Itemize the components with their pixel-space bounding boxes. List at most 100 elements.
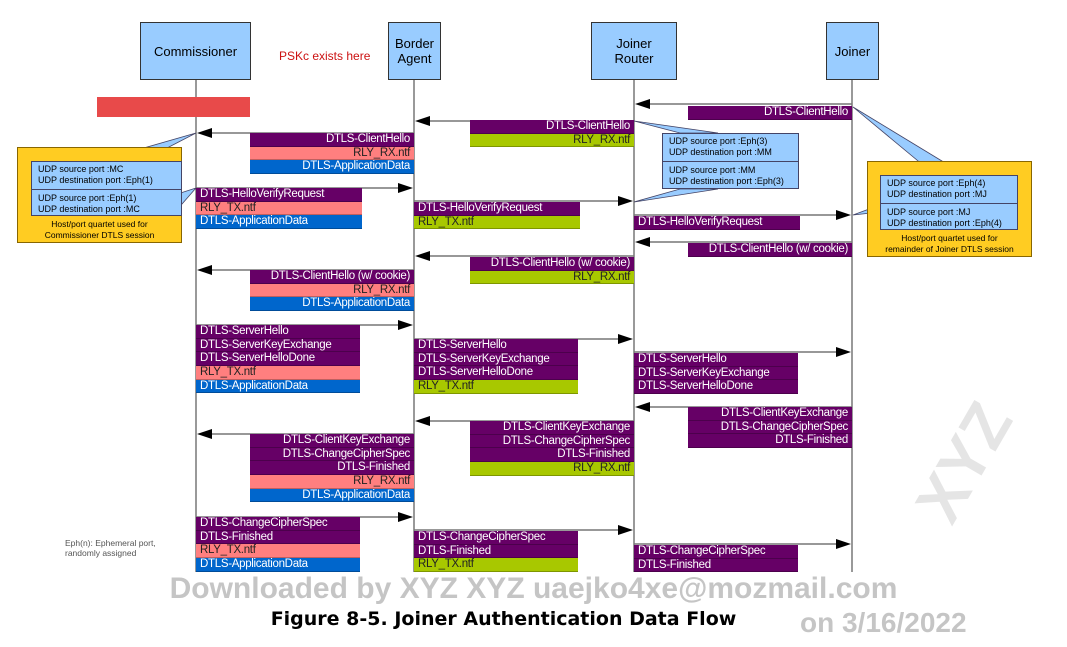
- pskc-note: PSKc exists here: [279, 49, 371, 63]
- message-row-dtls: DTLS-ServerHelloDone: [414, 366, 578, 381]
- message-row-dtls: DTLS-ClientKeyExchange: [250, 434, 414, 448]
- callout-tail: [633, 120, 719, 134]
- figure-caption: Figure 8-5. Joiner Authentication Data F…: [0, 608, 1067, 630]
- message-block: DTLS-ClientHello (w/ cookie)RLY_RX.ntf: [470, 257, 634, 285]
- caption-text: Figure 8-5. Joiner Authentication Data F…: [270, 608, 737, 630]
- message-row-app: DTLS-ApplicationData: [250, 488, 414, 503]
- message-row-rly-green: RLY_RX.ntf: [470, 133, 634, 148]
- message-row-dtls: DTLS-ServerHello: [196, 325, 360, 339]
- arrowhead-icon: [415, 116, 430, 126]
- message-row-dtls: DTLS-ChangeCipherSpec: [414, 531, 578, 545]
- message-row-rly-pink: RLY_TX.ntf: [196, 201, 362, 216]
- message-row-rly-green: RLY_RX.ntf: [470, 462, 634, 476]
- arrowhead-icon: [415, 416, 430, 426]
- message-row-rly-green: RLY_TX.ntf: [414, 380, 578, 394]
- callout-tail: [633, 188, 719, 203]
- arrowhead-icon: [618, 196, 633, 206]
- message-row-dtls: DTLS-ClientHello: [688, 106, 852, 120]
- note-line: Eph(n): Ephemeral port,: [65, 538, 156, 548]
- message-row-app: DTLS-ApplicationData: [196, 558, 360, 572]
- message-row-app: DTLS-ApplicationData: [250, 297, 414, 312]
- arrowhead-icon: [836, 539, 851, 549]
- arrowhead-icon: [618, 334, 633, 344]
- ephemeral-port-note: Eph(n): Ephemeral port, randomly assigne…: [65, 538, 156, 558]
- message-block: DTLS-HelloVerifyRequest: [634, 216, 800, 230]
- caption-line: remainder of Joiner DTLS session: [885, 243, 1014, 254]
- port-line: UDP destination port :MM: [669, 147, 772, 157]
- port-line: UDP source port :Eph(1): [38, 193, 137, 203]
- arrowhead-icon: [197, 128, 212, 138]
- message-row-dtls: DTLS-Finished: [250, 461, 414, 476]
- caption-line: Host/port quartet used for: [901, 233, 998, 243]
- message-row-dtls: DTLS-ServerKeyExchange: [634, 366, 798, 381]
- message-row-dtls: DTLS-ClientHello (w/ cookie): [470, 257, 634, 271]
- port-line: UDP source port :MC: [38, 164, 124, 174]
- actor-joiner: Joiner: [826, 22, 879, 80]
- router-port-callout: UDP source port :Eph(3) UDP destination …: [662, 133, 799, 189]
- message-row-rly-pink: RLY_RX.ntf: [250, 283, 414, 298]
- arrowhead-icon: [197, 429, 212, 439]
- arrowhead-icon: [398, 320, 413, 330]
- message-row-app: DTLS-ApplicationData: [250, 160, 414, 175]
- message-row-rly-pink: RLY_TX.ntf: [196, 366, 360, 380]
- message-row-dtls: DTLS-ChangeCipherSpec: [688, 420, 852, 435]
- port-line: UDP destination port :MC: [38, 204, 140, 214]
- message-row-dtls: DTLS-HelloVerifyRequest: [634, 216, 800, 230]
- message-row-dtls: DTLS-ChangeCipherSpec: [634, 545, 798, 559]
- message-row-dtls: DTLS-ServerHelloDone: [196, 352, 360, 367]
- port-line: UDP source port :MJ: [887, 207, 971, 217]
- arrowhead-icon: [398, 183, 413, 193]
- port-line: UDP destination port :Eph(1): [38, 175, 153, 185]
- message-row-app: DTLS-ApplicationData: [196, 379, 360, 394]
- port-line: UDP destination port :MJ: [887, 189, 987, 199]
- arrowhead-icon: [635, 237, 650, 247]
- message-row-dtls: DTLS-Finished: [196, 530, 360, 545]
- message-row-dtls: DTLS-ChangeCipherSpec: [470, 434, 634, 449]
- actor-label: Commissioner: [153, 43, 238, 59]
- message-row-rly-green: RLY_TX.ntf: [414, 215, 580, 230]
- actor-joiner-router: Joiner Router: [591, 22, 677, 80]
- caption-line: Commissioner DTLS session: [44, 229, 155, 240]
- port-line: UDP source port :MM: [669, 165, 756, 175]
- message-row-dtls: DTLS-ServerKeyExchange: [196, 338, 360, 353]
- watermark-line-1: Downloaded by XYZ XYZ uaejko4xe@mozmail.…: [169, 572, 898, 605]
- message-row-dtls: DTLS-Finished: [634, 558, 798, 573]
- arrowhead-icon: [836, 347, 851, 357]
- message-row-dtls: DTLS-ServerHello: [414, 339, 578, 353]
- message-row-dtls: DTLS-ChangeCipherSpec: [250, 447, 414, 462]
- arrowhead-icon: [635, 402, 650, 412]
- caption-line: Host/port quartet used for: [51, 219, 148, 229]
- actor-label: Joiner Router: [614, 36, 654, 66]
- actor-label: Joiner: [834, 43, 871, 59]
- arrowhead-icon: [398, 512, 413, 522]
- port-line: UDP source port :Eph(3): [669, 136, 768, 146]
- message-block: DTLS-ClientHello (w/ cookie): [688, 243, 852, 257]
- message-row-dtls: DTLS-HelloVerifyRequest: [196, 188, 362, 202]
- message-row-dtls: DTLS-ClientHello: [250, 133, 414, 147]
- arrowhead-icon: [836, 210, 851, 220]
- message-row-rly-pink: RLY_RX.ntf: [250, 475, 414, 489]
- joiner-quartet-caption: Host/port quartet used for remainder of …: [867, 233, 1032, 254]
- message-row-dtls: DTLS-Finished: [414, 544, 578, 559]
- message-row-dtls: DTLS-ClientHello: [470, 120, 634, 134]
- joiner-port-callout: UDP source port :Eph(4) UDP destination …: [880, 175, 1018, 230]
- message-row-dtls: DTLS-ClientHello (w/ cookie): [250, 270, 414, 284]
- watermark-line-2: on 3/16/2022: [800, 607, 967, 638]
- message-block: DTLS-ClientHello: [688, 106, 852, 120]
- message-row-dtls: DTLS-Finished: [470, 448, 634, 463]
- message-row-dtls: DTLS-ClientKeyExchange: [688, 407, 852, 421]
- message-row-dtls: DTLS-ServerHelloDone: [634, 380, 798, 395]
- arrowhead-icon: [618, 525, 633, 535]
- message-row-rly-green: RLY_RX.ntf: [470, 270, 634, 285]
- message-row-dtls: DTLS-Finished: [688, 434, 852, 449]
- message-row-rly-green: RLY_TX.ntf: [414, 558, 578, 573]
